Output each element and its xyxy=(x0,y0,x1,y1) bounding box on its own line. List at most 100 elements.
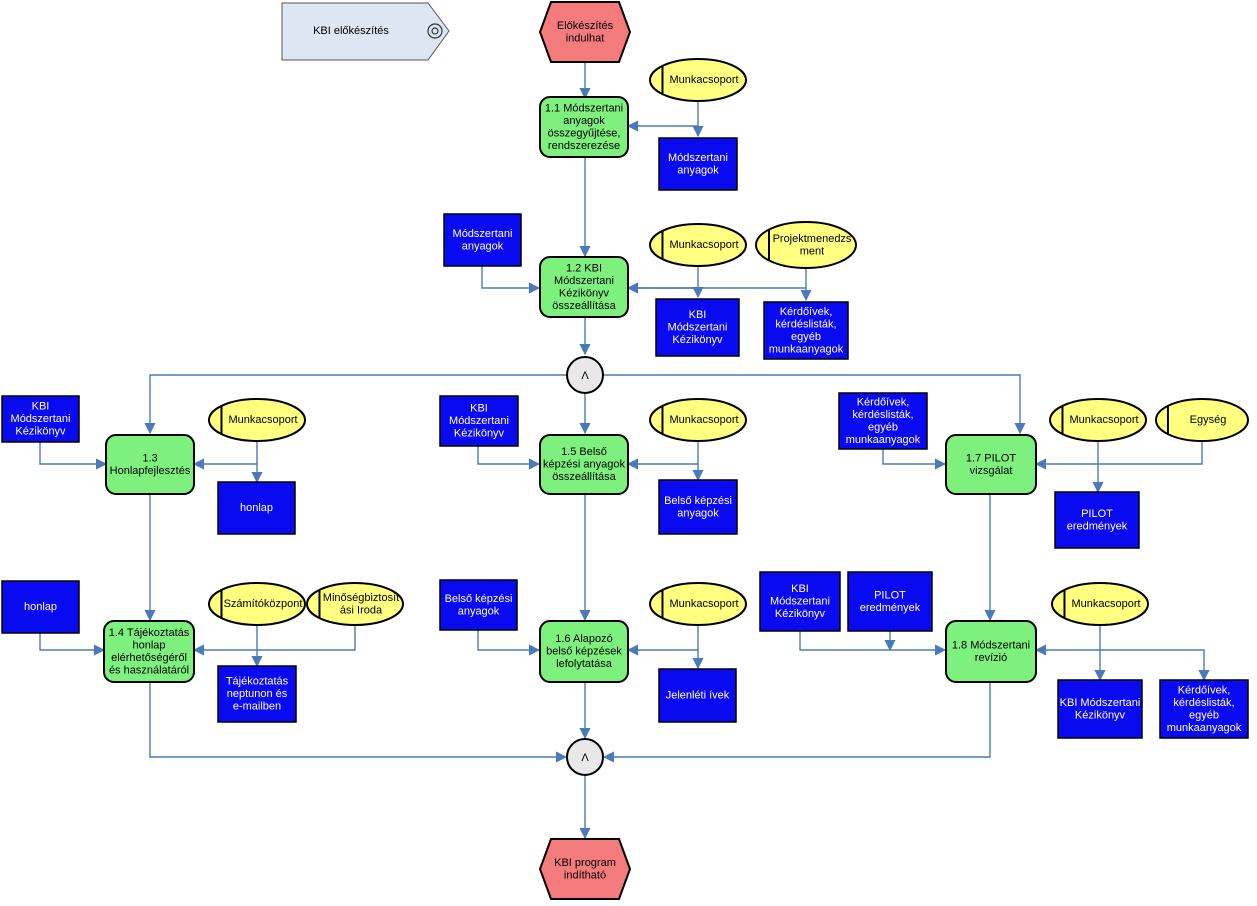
organization-o1-4a[interactable]: Számítóközpont xyxy=(208,582,306,626)
information-label-line-2: anyagok xyxy=(458,605,500,617)
organization-o1-3[interactable]: Munkacsoport xyxy=(208,398,306,442)
information-shape xyxy=(1159,679,1249,739)
function-label-line-2: revízió xyxy=(975,652,1007,664)
function-label-line-1: 1.4 Tájékoztatás xyxy=(109,627,190,639)
organization-shape xyxy=(1051,582,1149,626)
edge-o1-7b-to-f1-7 xyxy=(1034,441,1203,470)
information-label-line-1: Kérdőívek, xyxy=(857,396,910,408)
function-f1-4[interactable]: 1.4 Tájékoztatáshonlapelérhetőségérőlés … xyxy=(103,620,195,683)
information-shape xyxy=(439,579,518,631)
information-label-line-1: honlap xyxy=(24,601,57,613)
organization-label-line-1: Munkacsoport xyxy=(1071,598,1140,610)
function-f1-1[interactable]: 1.1 Módszertanianyagokösszegyűjtése,rend… xyxy=(539,96,629,158)
information-label-line-1: KBI xyxy=(791,583,809,595)
organization-o1-2a[interactable]: Munkacsoport xyxy=(649,223,747,267)
gateway-symbol: Λ xyxy=(581,370,589,382)
information-i1-4-in[interactable]: honlap xyxy=(1,580,80,634)
information-label-line-2: Módszertani xyxy=(11,413,71,425)
edge-f1-8-to-i1-8-out-b xyxy=(1100,649,1210,682)
information-shape xyxy=(217,481,296,535)
information-label-line-1: honlap xyxy=(240,502,273,514)
organization-label-line-2: ási Iroda xyxy=(340,604,383,616)
information-i1-3-out[interactable]: honlap xyxy=(217,481,296,535)
connectors xyxy=(39,63,1210,840)
organization-shape xyxy=(649,58,747,102)
organization-o1-7a[interactable]: Munkacsoport xyxy=(1049,398,1147,442)
edge-i1-6-in-to-f1-6 xyxy=(477,630,541,656)
organization-o1-8[interactable]: Munkacsoport xyxy=(1051,582,1149,626)
organization-o1-1[interactable]: Munkacsoport xyxy=(649,58,747,102)
information-shape xyxy=(658,137,738,191)
function-label-line-4: összeállítása xyxy=(552,300,616,312)
information-label-line-3: e-mailben xyxy=(233,701,281,713)
function-label-line-1: 1.1 Módszertani xyxy=(545,102,623,114)
information-label-line-3: Kézikönyv xyxy=(672,334,723,346)
information-label-line-1: Jelenléti ívek xyxy=(666,690,730,702)
information-i1-6-out[interactable]: Jelenléti ívek xyxy=(658,668,737,723)
organization-o1-7b[interactable]: Egység xyxy=(1155,398,1249,442)
organization-shape xyxy=(306,582,404,626)
organization-label-line-1: Munkacsoport xyxy=(669,239,738,251)
function-label-line-1: 1.8 Módszertani xyxy=(952,639,1030,651)
information-label-line-1: Kérdőívek, xyxy=(780,306,833,318)
information-label-line-1: PILOT xyxy=(1081,508,1113,520)
edge-f1-8-to-join xyxy=(602,682,991,763)
information-label-line-2: Kézikönyv xyxy=(1075,709,1126,721)
organization-shape xyxy=(755,221,857,269)
function-label-line-4: rendszerezése xyxy=(548,140,620,152)
information-shape xyxy=(763,301,849,360)
gateway-split[interactable]: Λ xyxy=(566,356,604,394)
information-shape xyxy=(847,571,933,632)
information-label-line-2: kérdéslisták, xyxy=(852,409,913,421)
edge-i1-7-in-to-f1-7 xyxy=(882,449,947,470)
function-label-line-2: belső képzések xyxy=(546,646,622,658)
function-label-line-1: 1.6 Alapozó xyxy=(555,633,613,645)
organization-label-line-1: Munkacsoport xyxy=(228,414,297,426)
function-label-line-2: vizsgálat xyxy=(970,465,1013,477)
function-label-line-3: összeállítása xyxy=(552,471,616,483)
edge-i1-8-in-a-to-f1-8 xyxy=(799,631,947,656)
event-label-line-1: KBI program xyxy=(554,857,616,869)
organization-label-line-1: Munkacsoport xyxy=(669,74,738,86)
reference-label: KBI előkészítés xyxy=(313,25,389,37)
function-label-line-1: 1.3 xyxy=(142,452,157,464)
edge-split-to-f1-3 xyxy=(144,374,567,435)
gateway-join[interactable]: Λ xyxy=(566,738,604,776)
information-shape xyxy=(1057,679,1143,739)
organization-label-line-1: Munkacsoport xyxy=(669,598,738,610)
event-shape xyxy=(538,0,632,63)
information-label-line-1: Kérdőívek, xyxy=(1178,684,1231,696)
information-label-line-1: KBI xyxy=(689,309,707,321)
organization-o1-6[interactable]: Munkacsoport xyxy=(649,582,747,626)
organization-shape xyxy=(208,582,306,626)
process-reference[interactable]: KBI előkészítés xyxy=(281,2,450,61)
organization-o1-5[interactable]: Munkacsoport xyxy=(649,398,747,442)
information-label-line-2: Módszertani xyxy=(770,596,830,608)
